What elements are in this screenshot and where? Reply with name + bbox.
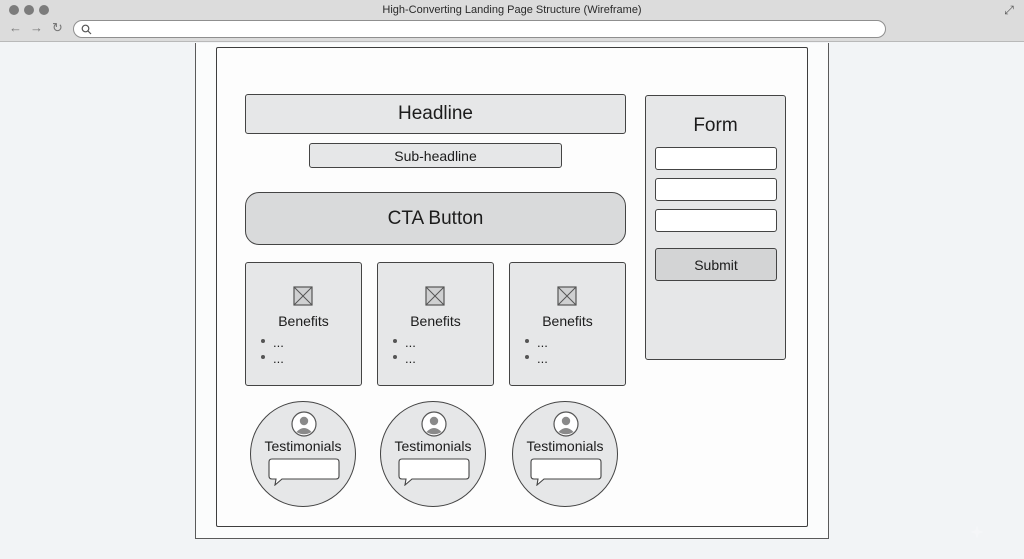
form-title: Form [693,115,738,136]
user-avatar-icon [291,411,317,437]
speech-bubble-icon [398,458,470,486]
sparkle-watermark-icon [970,525,984,539]
bullet-item: ... [261,334,284,350]
benefit-card: Benefits ... ... [245,262,362,386]
bullet-item: ... [525,334,548,350]
benefit-bullets: ... ... [261,334,284,366]
bullet-item: ... [525,350,548,366]
search-icon [81,24,92,35]
benefit-title: Benefits [278,313,329,329]
benefit-title: Benefits [542,313,593,329]
minimize-window-dot[interactable] [24,5,34,15]
subheadline-block: Sub-headline [309,143,562,168]
user-avatar-icon [421,411,447,437]
benefit-bullets: ... ... [393,334,416,366]
benefit-card: Benefits ... ... [509,262,626,386]
benefit-card: Benefits ... ... [377,262,494,386]
bullet-item: ... [393,350,416,366]
image-placeholder-icon [293,286,313,306]
forward-arrow-icon[interactable]: → [30,20,43,35]
user-avatar-icon [553,411,579,437]
testimonial-circle: Testimonials [250,401,356,507]
address-bar[interactable] [73,20,886,38]
testimonial-title: Testimonials [264,438,342,454]
form-field-1[interactable] [655,147,777,170]
browser-chrome: High-Converting Landing Page Structure (… [0,0,1024,42]
submit-button[interactable]: Submit [655,248,777,281]
form-field-2[interactable] [655,178,777,201]
benefit-title: Benefits [410,313,461,329]
expand-icon[interactable]: ⤢ [1004,3,1014,17]
testimonial-title: Testimonials [526,438,604,454]
maximize-window-dot[interactable] [39,5,49,15]
benefit-bullets: ... ... [525,334,548,366]
bullet-item: ... [261,350,284,366]
reload-icon[interactable]: ↻ [52,20,63,35]
close-window-dot[interactable] [9,5,19,15]
window-title: High-Converting Landing Page Structure (… [382,4,642,16]
speech-bubble-icon [268,458,340,486]
testimonial-title: Testimonials [394,438,472,454]
form-panel: Form Submit [645,95,786,360]
testimonial-circle: Testimonials [380,401,486,507]
image-placeholder-icon [557,286,577,306]
headline-block: Headline [245,94,626,134]
back-arrow-icon[interactable]: ← [9,20,22,35]
speech-bubble-icon [530,458,602,486]
testimonial-circle: Testimonials [512,401,618,507]
bullet-item: ... [393,334,416,350]
cta-button[interactable]: CTA Button [245,192,626,245]
form-field-3[interactable] [655,209,777,232]
image-placeholder-icon [425,286,445,306]
